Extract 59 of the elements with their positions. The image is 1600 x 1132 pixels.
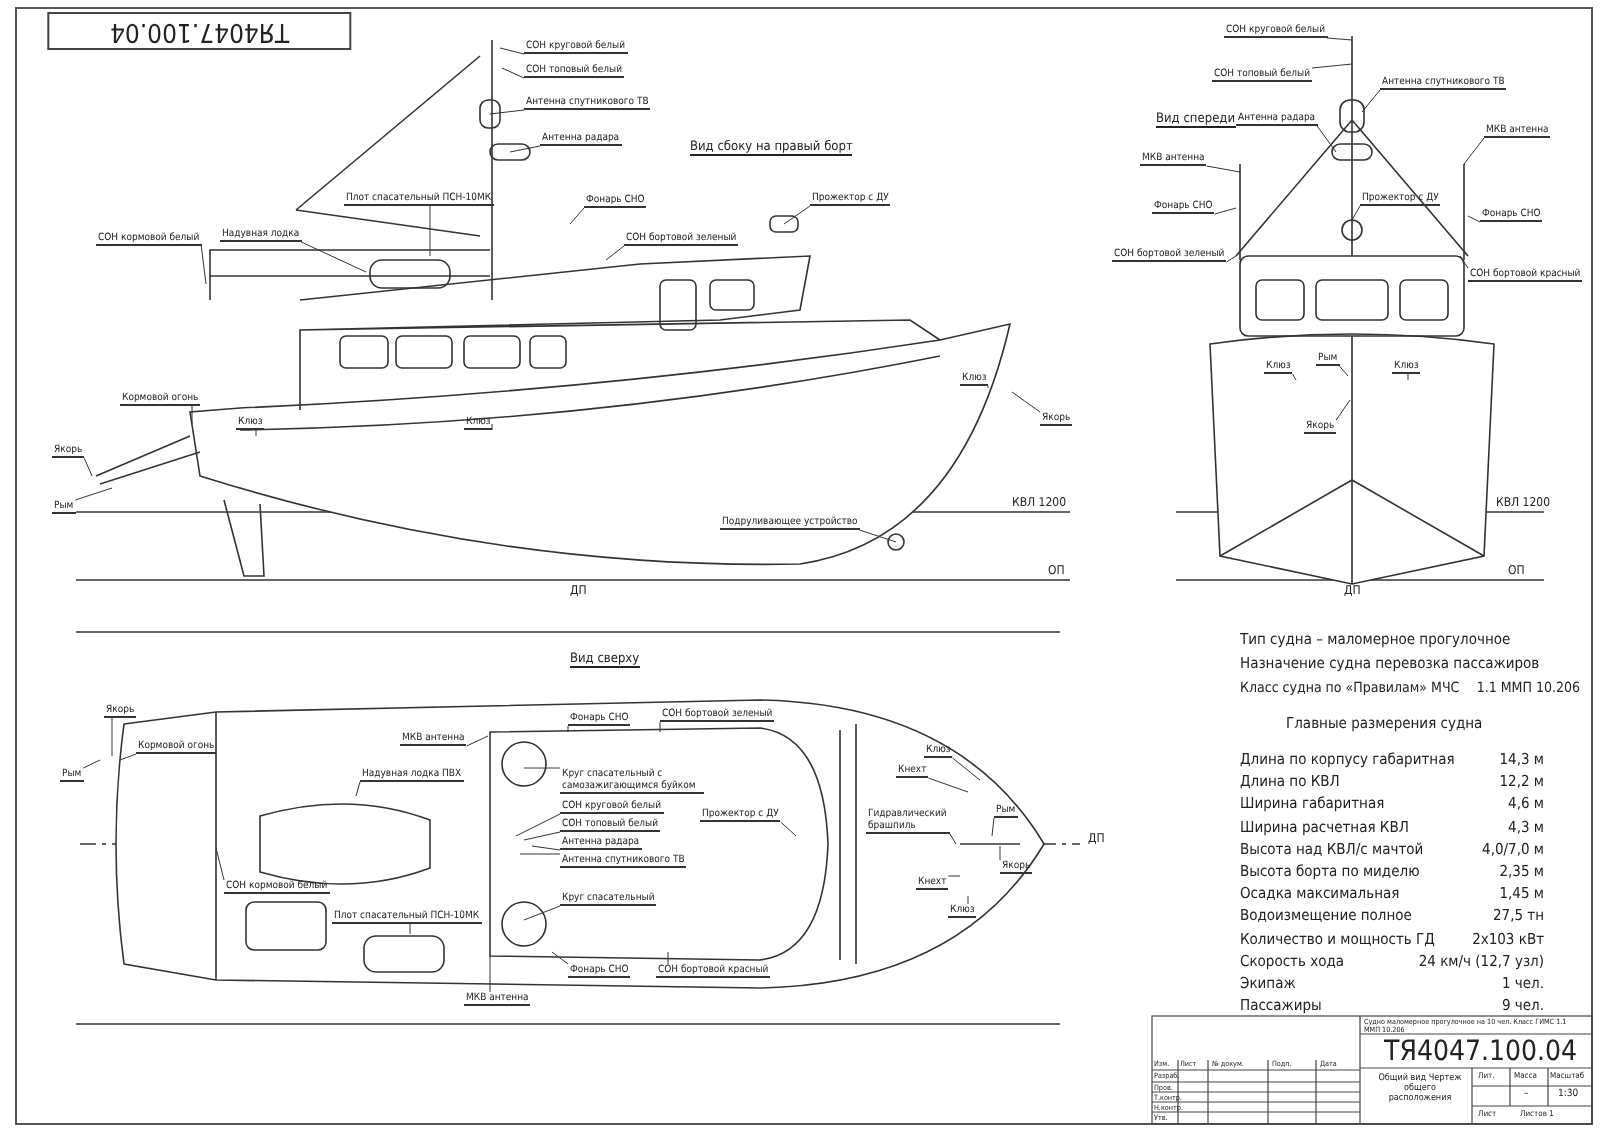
leader-line: [83, 457, 93, 477]
leader-line: [569, 207, 585, 225]
leader-line: [952, 757, 981, 781]
leader-line: [215, 847, 225, 881]
leader-line: [82, 759, 101, 769]
leader-line: [999, 845, 1001, 861]
leader-line: [499, 47, 525, 55]
leader-line: [466, 735, 489, 747]
leader-line: [1463, 137, 1485, 165]
leader-line: [991, 817, 995, 837]
leader-line: [605, 245, 625, 261]
leader-line: [567, 725, 569, 733]
leader-line: [1351, 205, 1361, 221]
leader-line: [74, 487, 113, 501]
leader-line: [515, 813, 561, 837]
leader-line: [1361, 89, 1381, 113]
leader-line: [859, 529, 897, 543]
leader-line: [1459, 255, 1469, 269]
leader-line: [111, 717, 113, 757]
leader-line: [519, 853, 561, 855]
leader-line: [967, 895, 969, 905]
leader-line: [1326, 37, 1353, 41]
leader-line: [1338, 365, 1349, 377]
leader-line: [489, 955, 491, 993]
drawing-number: ТЯ4047.100.04: [1384, 1036, 1578, 1069]
leader-line: [200, 245, 207, 285]
leader-line: [1225, 255, 1237, 263]
leader-line: [429, 205, 431, 257]
leader-line: [783, 205, 811, 225]
drawing-number: ТЯ4047.100.04: [48, 12, 352, 50]
leader-line: [1316, 125, 1337, 153]
leader-line: [531, 845, 561, 851]
leader-line: [551, 951, 569, 965]
leader-line: [780, 821, 797, 837]
leader-line: [1214, 207, 1237, 215]
leader-line: [501, 67, 525, 79]
leader-line: [1407, 373, 1409, 381]
leader-line: [119, 753, 137, 761]
leader-line: [491, 423, 493, 431]
leader-line: [947, 875, 961, 877]
leader-line: [523, 831, 561, 841]
leader-line: [1335, 399, 1351, 421]
leader-line: [1292, 373, 1297, 381]
leader-line: [523, 767, 561, 769]
leader-line: [1206, 165, 1241, 173]
leader-line: [1011, 391, 1041, 413]
leader-line: [255, 429, 257, 437]
leader-line: [355, 781, 361, 797]
leader-line: [1467, 215, 1481, 223]
leader-line: [191, 405, 193, 425]
leader-line: [523, 905, 561, 921]
leader-line: [409, 923, 411, 935]
leader-line: [489, 109, 525, 115]
leader-line: [659, 721, 661, 733]
leader-line: [949, 833, 957, 845]
leader-line: [509, 145, 541, 153]
leader-line: [667, 951, 669, 965]
leader-line: [927, 777, 969, 793]
leader-line: [1311, 63, 1353, 69]
